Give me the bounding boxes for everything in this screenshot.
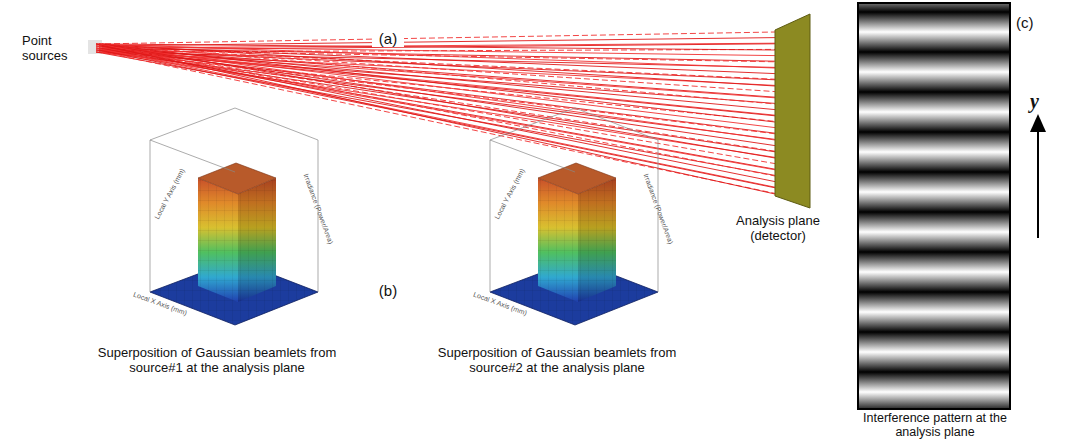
caption: Interference pattern at the analysis pla… <box>852 411 1018 439</box>
ray <box>99 44 775 176</box>
ray <box>102 44 775 50</box>
ray <box>102 46 775 182</box>
ray <box>102 48 775 97</box>
ray <box>96 48 775 187</box>
rays <box>96 32 775 194</box>
ray <box>96 44 775 140</box>
ray <box>102 44 775 104</box>
ray <box>102 52 775 193</box>
ray <box>102 52 775 85</box>
axis-label: y <box>1030 90 1050 113</box>
ray <box>96 44 775 50</box>
irradiance-plot <box>150 108 318 325</box>
source-label: Point sources <box>22 34 84 64</box>
ray <box>102 48 775 151</box>
interference-pattern <box>858 3 1010 409</box>
axis-arrow <box>1037 122 1039 238</box>
caption: Superposition of Gaussian beamlets from … <box>92 346 342 376</box>
panel-label: (b) <box>372 282 404 299</box>
axis-title: Local Y Axis (mm) <box>488 157 533 231</box>
ray <box>102 46 775 128</box>
ray <box>102 44 775 158</box>
plane-label: Analysis plane (detector) <box>712 214 844 244</box>
irradiance-plot <box>490 108 658 325</box>
analysis-plane <box>775 14 810 208</box>
axis-title: Local Y Axis (mm) <box>148 157 193 231</box>
panel-label: (c) <box>1016 14 1050 31</box>
ray <box>96 44 775 194</box>
caption: Superposition of Gaussian beamlets from … <box>432 346 682 376</box>
panel-label: (a) <box>372 30 404 47</box>
ray <box>99 46 775 92</box>
